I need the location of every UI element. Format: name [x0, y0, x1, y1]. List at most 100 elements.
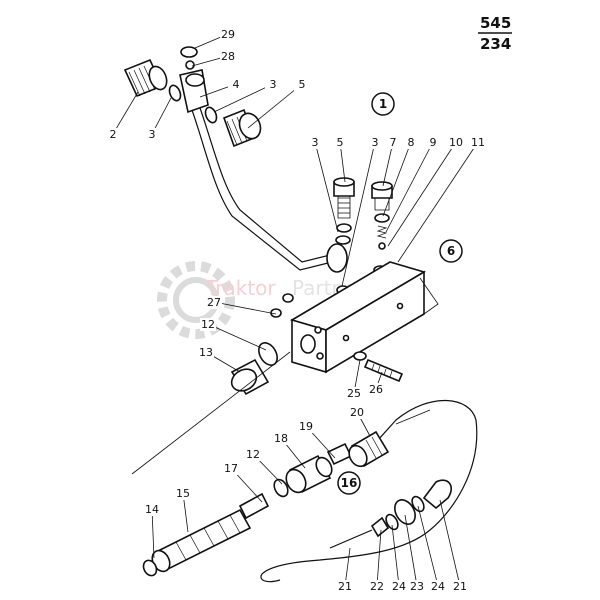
knob-shaft: [329, 529, 373, 549]
ring-14: [142, 559, 158, 577]
cable-21: [260, 399, 478, 583]
washer-8: [374, 213, 390, 223]
part-number: 18: [274, 432, 288, 445]
part-number: 21: [453, 580, 467, 593]
part-number: 3: [312, 136, 319, 149]
knob-21: [422, 479, 452, 510]
part-number: 28: [221, 50, 235, 63]
part-label-l21b: 21: [439, 499, 468, 593]
part-number: 9: [430, 136, 437, 149]
plug-7: [371, 181, 393, 211]
spring-9: [376, 225, 388, 239]
part-label-l8: 8: [382, 136, 419, 217]
part-number: 26: [369, 383, 383, 396]
washer-3a: [168, 84, 182, 102]
leader-line: [385, 141, 434, 233]
leader-line: [213, 301, 277, 315]
leader-line: [391, 524, 400, 587]
leader-line: [439, 499, 461, 587]
pipe-line-a: [191, 109, 333, 271]
part-number: 17: [224, 462, 238, 475]
spool-15: [151, 508, 252, 573]
nut-22: [370, 516, 390, 538]
banjo-eye: [326, 243, 348, 273]
part-number: 13: [199, 346, 213, 359]
part-number: 12: [201, 318, 215, 331]
leader-line: [417, 505, 439, 587]
plug-27a: [282, 293, 294, 303]
leader-line: [213, 83, 274, 113]
part-label-l5a: 5: [247, 78, 310, 129]
leader-line: [207, 323, 267, 351]
leader-block-right: [419, 277, 439, 315]
lower-assembly: [142, 399, 478, 583]
catalog-code-bottom: 234: [480, 35, 511, 53]
part-number: 24: [392, 580, 406, 593]
catalog-code: 545 234: [478, 14, 512, 53]
part-label-l24b: 24: [417, 505, 446, 593]
washer-24a: [385, 513, 399, 531]
banjo-bolt-2: [123, 58, 168, 98]
washer-3b: [204, 106, 218, 124]
leader-line: [341, 141, 376, 287]
cable-end-a: [395, 409, 431, 425]
group-label-g16: 16: [337, 471, 361, 495]
leader-line: [397, 141, 479, 263]
leader-line: [344, 547, 351, 587]
group-label-g1: 1: [371, 92, 395, 116]
part-label-l28: 28: [191, 50, 236, 67]
part-number: 24: [431, 580, 445, 593]
part-number: 29: [221, 28, 235, 41]
bolt-5b: [333, 177, 355, 219]
part-label-l19: 19: [298, 420, 336, 459]
part-label-l25: 25: [346, 359, 362, 400]
part-label-l10: 10: [387, 136, 464, 247]
part-label-l27: 27: [206, 296, 277, 315]
part-label-l2: 2: [105, 91, 139, 141]
part-number: 20: [350, 406, 364, 419]
part-label-l3c: 3: [307, 136, 339, 233]
part-number: 8: [408, 136, 415, 149]
part-label-l3d: 3: [341, 136, 383, 287]
part-number: 11: [471, 136, 485, 149]
nut-body-18: [285, 454, 333, 494]
group-label-text: 16: [341, 476, 358, 490]
part-number: 3: [149, 128, 156, 141]
part-label-l13: 13: [198, 346, 241, 373]
part-label-l4: 4: [199, 78, 244, 98]
group-label-g6: 6: [439, 239, 463, 263]
part-label-l11: 11: [397, 136, 486, 263]
part-number: 3: [270, 78, 277, 91]
part-label-l29: 29: [194, 28, 236, 49]
part-label-l3a: 3: [213, 78, 281, 113]
part-number: 19: [299, 420, 313, 433]
part-label-l12a: 12: [200, 318, 267, 351]
part-number: 2: [110, 128, 117, 141]
part-number: 22: [370, 580, 384, 593]
leader-line: [112, 91, 139, 135]
part-label-l17: 17: [223, 462, 263, 503]
o-ring-12b: [273, 478, 289, 498]
part-label-l14: 14: [144, 503, 160, 559]
part-number: 21: [338, 580, 352, 593]
part-label-l23: 23: [404, 514, 425, 593]
part-label-l15: 15: [175, 487, 191, 533]
leader-block-left: [131, 351, 291, 475]
knob-assembly: [329, 479, 452, 549]
leader-line: [247, 83, 303, 129]
part-number: 5: [299, 78, 306, 91]
part-number: 14: [145, 503, 159, 516]
group-label-text: 1: [379, 97, 387, 111]
upper-assembly: [123, 46, 426, 396]
o-ring-12a: [258, 342, 278, 366]
sleeve-17: [238, 492, 270, 520]
nut-29: [180, 46, 198, 58]
ball-28: [185, 60, 195, 70]
part-number: 12: [246, 448, 260, 461]
part-number: 10: [449, 136, 463, 149]
leader-line: [314, 141, 339, 233]
part-number: 27: [207, 296, 221, 309]
ball-10: [378, 242, 386, 250]
